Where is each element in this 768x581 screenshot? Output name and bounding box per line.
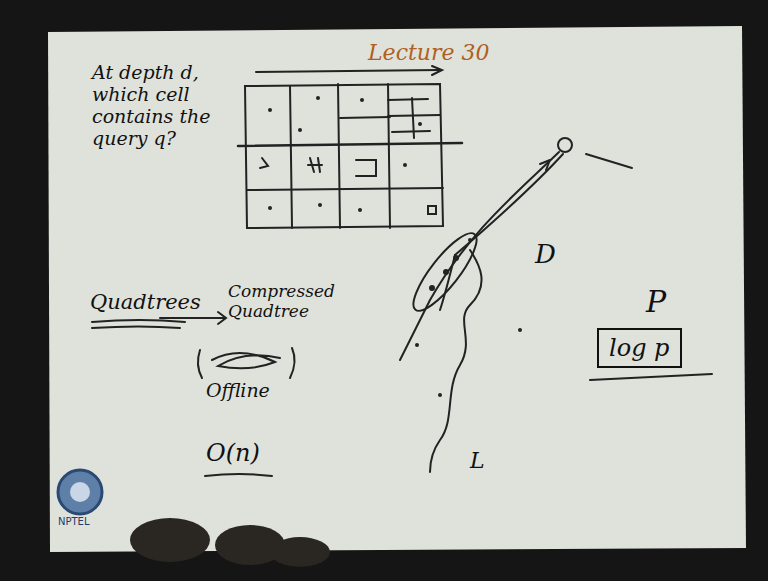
topic-word: Compressed Quadtree: [228, 282, 348, 321]
set-letter-holder: P: [646, 285, 686, 320]
set-letter: P: [646, 285, 686, 320]
line-letter-holder: L: [470, 448, 500, 473]
question-note-holder: At depth d, which cell contains the quer…: [92, 62, 222, 149]
region-letter-holder: D: [535, 240, 575, 270]
quadtree-grid: [238, 66, 462, 228]
watermark: NPTEL: [58, 516, 118, 528]
boxed-term: log p: [597, 328, 682, 368]
lecture-number-holder: Lecture 30: [368, 40, 528, 65]
line-letter: L: [470, 448, 500, 473]
points: [268, 96, 422, 212]
topic-word-holder: Quadtrees: [90, 290, 220, 314]
complexity-holder: O(n): [206, 440, 286, 468]
node-text: log p: [609, 335, 669, 363]
question-note: At depth d, which cell contains the quer…: [92, 62, 222, 149]
topic-word: Quadtrees: [90, 290, 220, 314]
topic-word-holder: Compressed Quadtree: [228, 282, 348, 321]
complexity: O(n): [206, 440, 286, 468]
watermark-holder: NPTEL: [58, 516, 118, 528]
lecture-number: Lecture 30: [368, 40, 528, 65]
line-points: [415, 238, 522, 397]
note-word: Offline: [206, 380, 306, 402]
note-word-holder: Offline: [206, 380, 306, 402]
nptel-logo: [58, 470, 102, 514]
region-letter: D: [535, 240, 575, 270]
lecturer-hands: [130, 518, 330, 567]
whiteboard: [48, 26, 746, 552]
